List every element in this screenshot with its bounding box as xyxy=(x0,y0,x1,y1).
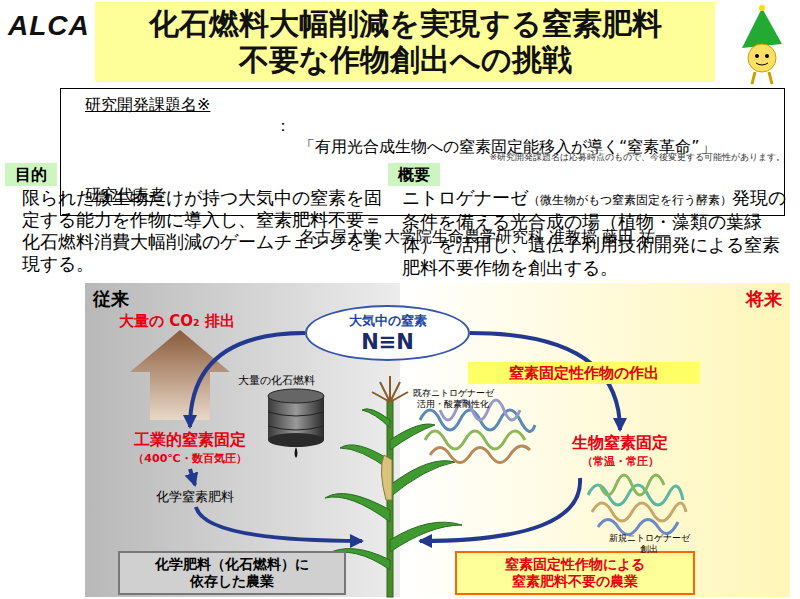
co2-arrow xyxy=(130,330,230,420)
node-text: 工業的窒素固定 xyxy=(110,430,270,451)
drawn-circle xyxy=(759,5,765,11)
drawn-path xyxy=(756,63,768,65)
node-text: （常温・常圧） xyxy=(545,454,695,469)
result-box: 化学肥料（化石燃料）に 依存した農業 xyxy=(118,551,346,595)
node-text: ： xyxy=(275,116,800,137)
process-text: 工業的窒素固定（400℃・数百気圧） xyxy=(110,430,270,466)
node-text: 化学肥料（化石燃料）に 依存した農業 xyxy=(124,556,340,590)
node-text: 生物窒素固定 xyxy=(545,433,695,454)
drawn-ellipse xyxy=(268,389,324,403)
drawn-circle xyxy=(765,54,769,58)
flow-arrow xyxy=(196,507,362,541)
section-tag: 目的 xyxy=(5,163,57,186)
drawn-path xyxy=(295,447,298,458)
body-text: ニトロゲナーゼ xyxy=(402,187,528,208)
node-text: 将来 xyxy=(408,287,782,311)
drawn-path xyxy=(752,72,772,84)
process-text: 生物窒素固定（常温・常圧） xyxy=(545,433,695,469)
result-box: 窒素固定性作物による 窒素肥料不要の農業 xyxy=(455,551,695,595)
enzyme-text: 既存ニトロゲナーゼ 活用・酸素耐性化 xyxy=(398,388,508,410)
node-text: 目的 xyxy=(5,163,57,186)
node-text: 大気中の窒素 xyxy=(307,312,468,330)
drawn-path xyxy=(600,475,664,495)
action-banner: 窒素固定性作物の作出 xyxy=(468,362,700,384)
product-text: 化学窒素肥料 xyxy=(140,488,250,506)
drawn-path xyxy=(372,376,408,402)
drawn-path xyxy=(390,522,462,552)
drawn-circle xyxy=(748,44,776,72)
drawn-path xyxy=(430,446,530,463)
drawn-path xyxy=(268,412,324,430)
title: 化石燃料大幅削減を実現する窒素肥料 不要な作物創出への挑戦 xyxy=(100,6,710,78)
note-text: ※研究開発課題名は応募時点のもので、今後変更する可能性があります。 xyxy=(470,151,785,164)
section-tag: 概要 xyxy=(388,163,440,186)
node-text: 概要 xyxy=(388,163,440,186)
drawn-path xyxy=(742,8,782,48)
body-text-block: ニトロゲナーゼ（微生物がもつ窒素固定を行う酵素）発現の条件を備える光合成の場（植… xyxy=(402,187,790,280)
node-text: 研究開発課題名※ xyxy=(85,95,800,116)
node-text: 化学窒素肥料 xyxy=(140,488,250,506)
drawn-ellipse xyxy=(268,433,324,447)
flow-arrow xyxy=(190,469,195,485)
enzyme-text: 新規ニトロゲナーゼ 創出 xyxy=(604,533,694,555)
drawn-path xyxy=(598,520,678,535)
node-text: 従来 xyxy=(93,287,392,311)
drawn-circle xyxy=(755,54,759,58)
flow-arrow xyxy=(420,478,580,541)
drawn-path xyxy=(381,455,392,500)
logo-text: ALCA xyxy=(8,10,90,42)
node-text: 窒素固定性作物による 窒素肥料不要の農業 xyxy=(461,556,689,590)
fuel-drum xyxy=(268,389,324,458)
drawn-path xyxy=(362,409,390,428)
fuel-text: 大量の化石燃料 xyxy=(238,373,315,388)
nitrogen-ellipse: 大気中の窒素N≡N xyxy=(305,305,470,361)
drawn-path xyxy=(325,494,390,522)
title-band xyxy=(95,2,715,82)
emission-text: 大量の CO₂ 排出 xyxy=(92,312,262,331)
node-text: （400℃・数百気圧） xyxy=(110,451,270,466)
mascot xyxy=(742,5,782,84)
body-text: 限られた微生物だけが持つ大気中の窒素を固定する能力を作物に導入し、窒素肥料不要＝… xyxy=(22,187,382,275)
node-text: N≡N xyxy=(307,330,468,354)
node-text: 窒素固定性作物の作出 xyxy=(468,362,700,384)
body-text: （微生物がもつ窒素固定を行う酵素） xyxy=(528,193,732,207)
drawn-path xyxy=(390,461,455,497)
